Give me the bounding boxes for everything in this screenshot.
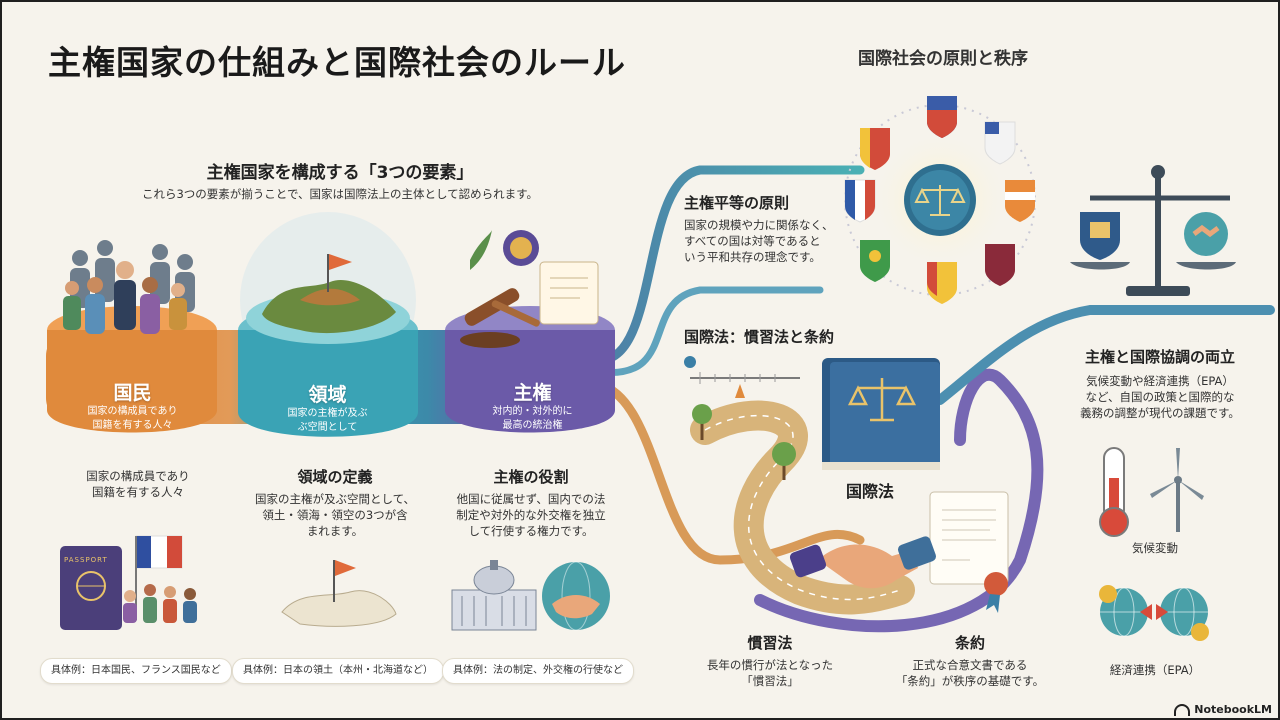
example-sovereignty-pill: 具体例：法の制定、外交権の行使など [442,658,634,684]
sovereignty-role-heading: 主権の役割 [493,468,569,486]
globe-handshake-icon [542,561,610,631]
territory-definition-heading: 領域の定義 [297,468,373,486]
treaty-heading: 条約 [954,634,985,652]
blue-ribbon-right [935,305,1275,405]
example-territory-pill: 具体例：日本の領土（本州・北海道など） [232,658,444,684]
pillar-people-desc-2: 国籍を有する人々 [92,420,173,431]
sovereign-equality-heading: 主権平等の原則 [684,194,790,212]
notebooklm-logo: NotebookLM [1174,703,1272,716]
orange-ribbon [595,380,865,565]
intl-law-heading: 国際法：慣習法と条約 [684,328,835,346]
document-icon [929,491,1009,613]
territory-map-icon [281,560,397,627]
epa-label: 経済連携（EPA） [1109,663,1201,677]
thermometer-icon [1099,447,1129,537]
notebooklm-icon [1174,703,1191,716]
pillar-people: 国民 国家の構成員であり 国籍を有する人々 [55,378,210,433]
capitol-icon [451,560,537,631]
three-elements-heading: 主権国家を構成する「3つの要素」 [206,163,474,183]
customary-law: 慣習法 長年の慣行が法となった 「慣習法」 [690,632,850,689]
pillar-people-label: 国民 [113,382,152,404]
pillar-territory-label: 領域 [308,384,347,406]
sovereign-equality: 主権平等の原則 国家の規模や力に関係なく、 すべての国は対等であると いう平和共… [684,192,844,265]
territory-definition: 領域の定義 国家の主権が及ぶ空間として、 領土・領海・領空の3つが含 まれます。 [240,466,430,539]
handshake-icon [789,536,937,589]
tree-icon [692,404,796,480]
teal-ribbon-mid [596,286,824,377]
coordination-heading: 主権と国際協調の両立 [1084,348,1235,366]
climate-label: 気候変動 [1132,541,1178,555]
three-elements-subheading: これら3つの要素が揃うことで、国家は国際法上の主体として認められます。 [141,187,538,201]
treaty: 条約 正式な合意文書である 「条約」が秩序の基礎です。 [880,632,1060,689]
people-description: 国家の構成員であり 国籍を有する人々 [86,469,190,499]
pillar-sovereignty-desc-2: 最高の統治権 [502,420,563,431]
coordination: 主権と国際協調の両立 気候変動や経済連携（EPA） など、自国の政策と国際的な … [1060,346,1260,421]
people-icon [63,240,195,334]
passport-icon [60,546,122,630]
page-title: 主権国家の仕組みと国際社会のルール [48,43,626,82]
customary-law-heading: 慣習法 [747,634,793,652]
purple-ribbon [754,368,1044,633]
pillar-sovereignty-label: 主権 [513,382,552,404]
winding-road [690,400,915,615]
globe-exchange-icon [1099,585,1209,641]
timeline-gauge-icon [684,356,800,398]
pillar-territory-desc-1: 国家の主権が及ぶ [287,408,368,419]
sovereignty-role: 主権の役割 他国に従属せず、国内での法 制定や対外的な外交権を独立 して行使する… [436,466,626,539]
island-flag-icon [246,254,410,344]
gavel-scroll-icon [460,230,599,348]
intl-law-book-label: 国際法 [846,482,895,501]
flag-shields [844,96,1035,304]
example-people-pill: 具体例：日本国民、フランス国民など [40,658,232,684]
flag-icon [123,535,197,623]
principles-heading: 国際社会の原則と秩序 [858,49,1028,69]
pillar-territory-desc-2: ぶ空間として [297,422,358,433]
pillar-territory: 領域 国家の主権が及ぶ ぶ空間として [250,380,405,435]
passport-text: PASSPORT [64,556,108,564]
teal-ribbon-top [595,165,865,365]
pillar-sovereignty-desc-1: 対内的・対外的に [492,406,573,417]
pillar-people-desc-1: 国家の構成員であり [87,406,178,417]
pillar-sovereignty: 主権 対内的・対外的に 最高の統治権 [455,378,610,433]
balance-scale-icon [1070,165,1236,296]
notebooklm-label: NotebookLM [1194,703,1272,716]
wind-turbine-icon [1150,448,1204,532]
law-book-icon [822,358,940,470]
